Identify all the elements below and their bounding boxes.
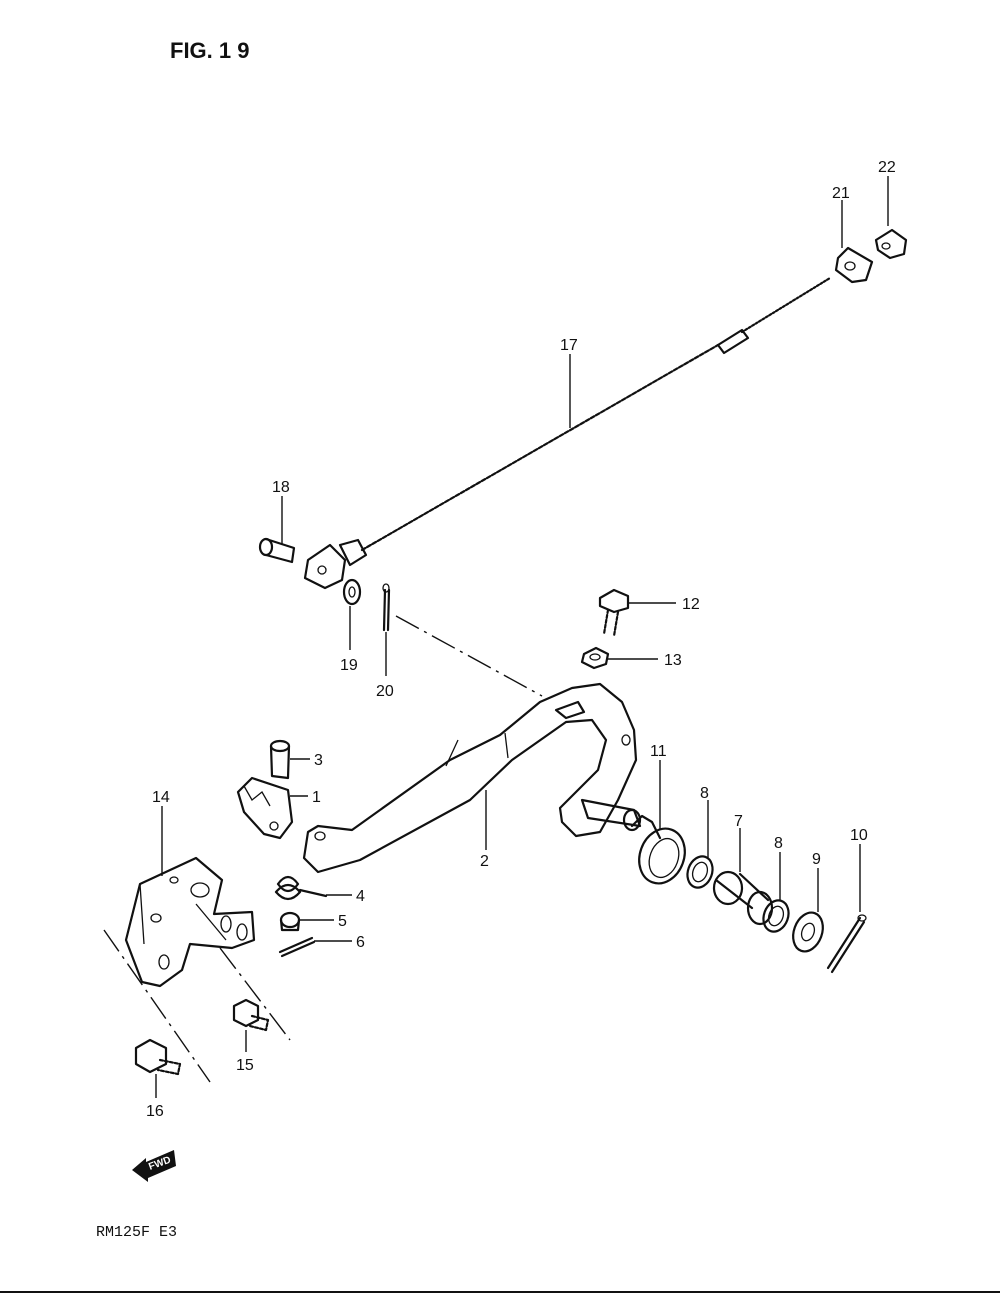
tip-spring <box>274 875 328 901</box>
end-nut <box>874 228 908 260</box>
callout-22: 22 <box>878 159 896 176</box>
tip-pin <box>269 739 291 780</box>
pivot-bushing <box>712 870 774 926</box>
return-spring <box>630 814 686 885</box>
adjuster-nut <box>834 246 874 284</box>
callout-2: 2 <box>480 853 489 870</box>
callout-11: 11 <box>650 743 667 760</box>
clevis-washer <box>342 578 362 606</box>
brake-rod <box>303 276 832 590</box>
callout-14: 14 <box>152 789 170 806</box>
bracket-bolt-upper <box>232 998 270 1032</box>
callout-10: 10 <box>850 827 868 844</box>
callout-13: 13 <box>664 652 682 669</box>
flat-washer <box>792 911 824 953</box>
tip-cotter-pin <box>278 936 316 958</box>
assembly-lines <box>103 615 543 1083</box>
bracket-bolt-lower <box>134 1038 182 1076</box>
callout-6: 6 <box>356 934 365 951</box>
washer-right <box>762 899 790 933</box>
pedal-bracket <box>124 856 256 988</box>
callout-12: 12 <box>682 596 700 613</box>
callout-16: 16 <box>146 1103 164 1120</box>
callout-7: 7 <box>734 813 743 830</box>
model-code: RM125F E3 <box>96 1224 177 1241</box>
callout-15: 15 <box>236 1057 254 1074</box>
callout-8-right: 8 <box>774 835 783 852</box>
callout-5: 5 <box>338 913 347 930</box>
washer-left <box>686 855 714 889</box>
callout-17: 17 <box>560 337 578 354</box>
callout-8-left: 8 <box>700 785 709 802</box>
callout-21: 21 <box>832 185 850 202</box>
pedal-tip <box>236 776 294 840</box>
clevis-pin <box>258 537 296 564</box>
callout-4: 4 <box>356 888 365 905</box>
stopper-bolt <box>598 588 630 638</box>
tip-collar <box>279 911 301 932</box>
callout-9: 9 <box>812 851 821 868</box>
figure-title: FIG. 1 9 <box>170 38 249 63</box>
callout-18: 18 <box>272 479 290 496</box>
callout-3: 3 <box>314 752 323 769</box>
callout-20: 20 <box>376 683 394 700</box>
callout-1: 1 <box>312 789 321 806</box>
leader-lines <box>155 176 889 1098</box>
stopper-nut <box>580 646 610 670</box>
fwd-arrow-icon: FWD <box>132 1150 176 1182</box>
rod-cotter-pin <box>382 583 391 632</box>
brake-pedal <box>302 682 642 874</box>
pivot-cotter-pin <box>826 914 867 974</box>
callout-19: 19 <box>340 657 358 674</box>
